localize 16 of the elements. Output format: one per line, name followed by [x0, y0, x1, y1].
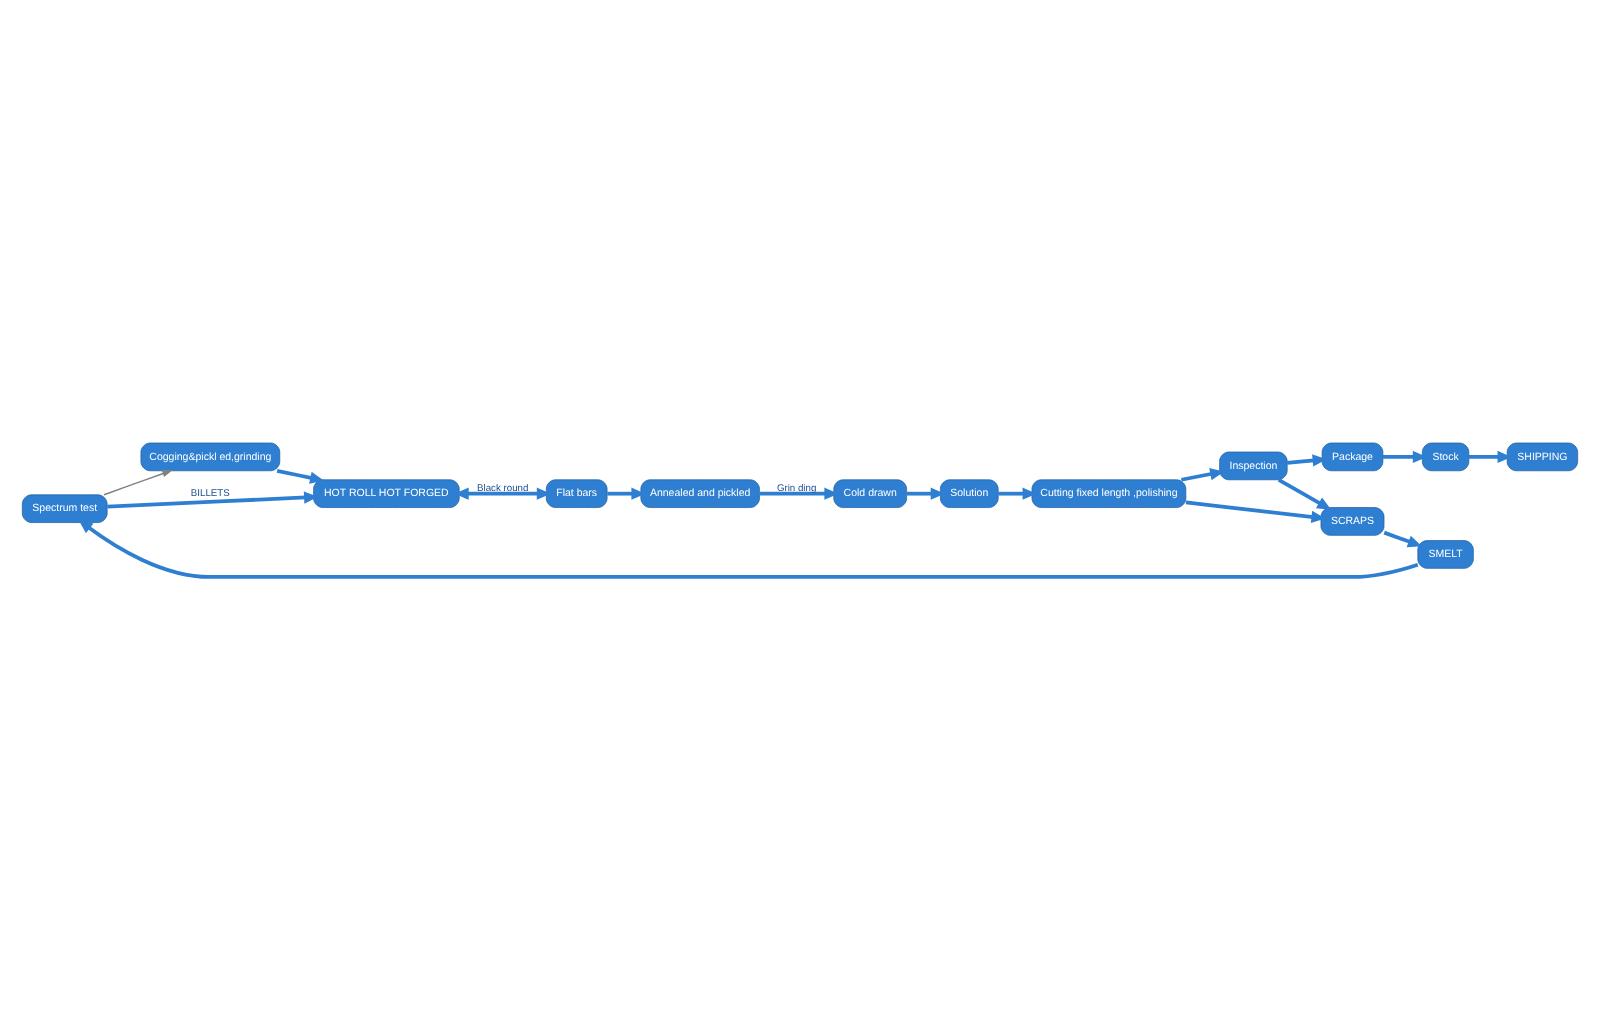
- arrow: [607, 486, 646, 499]
- arrow: [1181, 467, 1225, 481]
- arrow: [906, 486, 945, 499]
- arrow: [998, 486, 1037, 499]
- arrow: [1468, 449, 1512, 463]
- arrow: [107, 490, 319, 508]
- arrow: [759, 486, 839, 499]
- arrow: [1185, 499, 1326, 522]
- arrow: [103, 469, 173, 495]
- arrow: [78, 518, 1419, 578]
- arrow: [1287, 453, 1327, 466]
- arrow: [276, 467, 325, 483]
- arrow: [1277, 477, 1332, 509]
- arrow: [454, 486, 551, 499]
- arrow: [1383, 529, 1422, 547]
- arrow: [1383, 449, 1427, 463]
